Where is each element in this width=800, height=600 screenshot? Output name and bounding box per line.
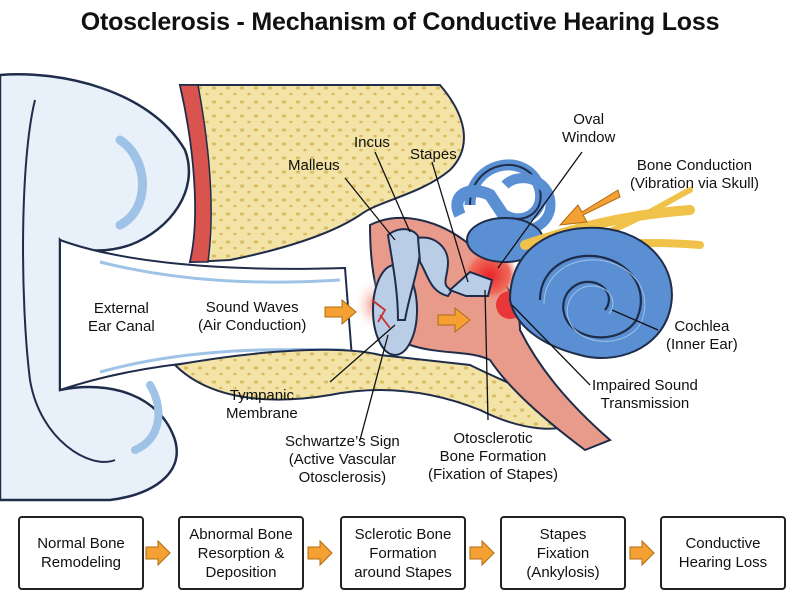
skin-layer (179, 84, 212, 263)
label-impaired-sound-transmission: Impaired Sound Transmission (592, 377, 698, 412)
label-incus: Incus (354, 134, 390, 151)
flow-arrows (145, 539, 655, 567)
flow-step-stapes-fixation: Stapes Fixation (Ankylosis) (500, 516, 626, 590)
label-oval-window: Oval Window (562, 111, 616, 146)
label-bone-conduction: Bone Conduction (Vibration via Skull) (630, 157, 759, 192)
label-sound-waves: Sound Waves (Air Conduction) (198, 299, 307, 334)
stapes (448, 270, 494, 297)
label-tympanic-membrane: Tympanic Membrane (226, 387, 298, 422)
label-otosclerotic-bone-formation: Otosclerotic Bone Formation (Fixation of… (428, 430, 559, 483)
cochlea (508, 226, 673, 359)
flow-step-abnormal-bone-resorption: Abnormal Bone Resorption & Deposition (178, 516, 304, 590)
flow-arrow-1 (145, 539, 171, 567)
bone-conduction-arrow (558, 189, 621, 226)
malleus (386, 228, 422, 321)
incus (416, 236, 454, 298)
middle-ear-arrow (437, 306, 471, 334)
flow-arrow-2 (307, 539, 333, 567)
flow-arrow-3 (469, 539, 495, 567)
label-schwartzes-sign: Schwartze’s Sign (Active Vascular Otoscl… (285, 433, 400, 486)
flow-step-normal-bone-remodeling: Normal Bone Remodeling (18, 516, 144, 590)
label-malleus: Malleus (288, 157, 340, 174)
label-stapes: Stapes (410, 146, 457, 163)
page-title: Otosclerosis - Mechanism of Conductive H… (80, 8, 720, 36)
label-cochlea: Cochlea (Inner Ear) (666, 318, 738, 353)
flow-arrow-4 (629, 539, 655, 567)
flow-step-sclerotic-bone-formation: Sclerotic Bone Formation around Stapes (340, 516, 466, 590)
label-external-ear-canal: External Ear Canal (88, 300, 155, 335)
sound-wave-arrow (324, 298, 357, 326)
leader-lines (329, 151, 659, 441)
temporal-bone-lower (172, 348, 582, 430)
flow-step-conductive-hearing-loss: Conductive Hearing Loss (660, 516, 786, 590)
